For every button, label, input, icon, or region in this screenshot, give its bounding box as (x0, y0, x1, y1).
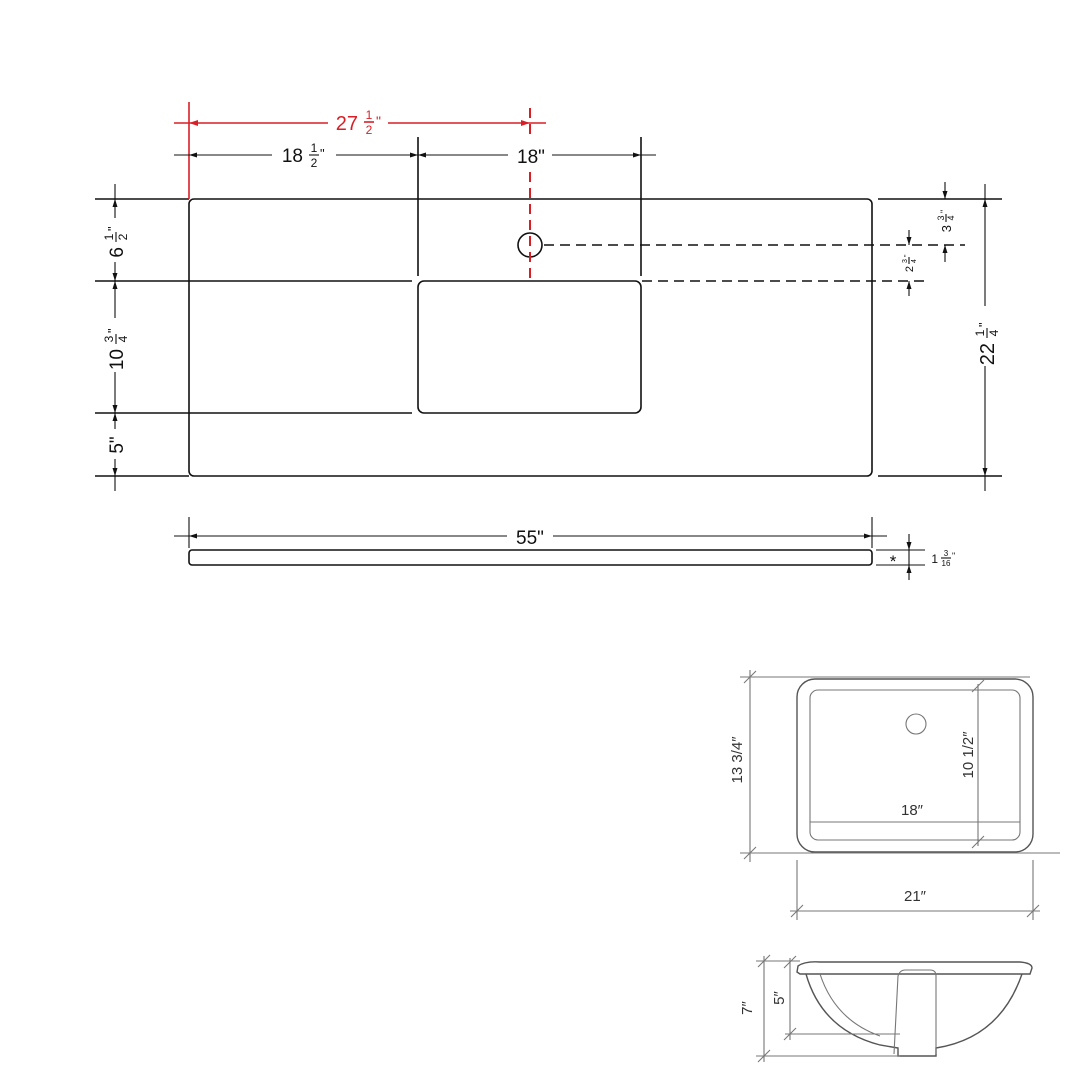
dim-sink-center-num: 1 (366, 108, 373, 122)
sink-height-total-label: 7″ (739, 1000, 756, 1014)
dim-overall-depth-whole: 22 (977, 343, 999, 365)
dim-faucet-from-back-unit: " (939, 210, 949, 213)
dim-faucet-from-back: 3 3 4 " (936, 182, 956, 262)
sink-width-outer-label: 21″ (904, 888, 927, 905)
sink-rim-profile (796, 961, 1033, 975)
sink-bowl-profile (805, 973, 1023, 1057)
dim-faucet-to-sink-num: 3 (902, 259, 909, 263)
dim-sink-center-whole: 27 (336, 113, 358, 135)
dim-sink-center-den: 2 (366, 123, 373, 137)
dim-thickness-den: 16 (942, 559, 951, 568)
countertop-side-view: 55" * 1 3 16 " (174, 517, 955, 580)
thickness-note: * (890, 552, 897, 571)
dim-sink-depth-whole: 10 (107, 349, 128, 370)
sink-top-view: 13 3/4″ 10 1/2″ 18″ 21″ (729, 670, 1060, 920)
dim-thickness-whole: 1 (931, 552, 938, 566)
sink-height-bowl-label: 5″ (771, 990, 788, 1004)
sink-width-inner-label: 18″ (901, 802, 924, 819)
dim-faucet-to-sink-den: 4 (911, 259, 918, 263)
dim-back-to-sink-num: 1 (102, 233, 116, 240)
dim-overall-depth-unit: " (976, 322, 991, 327)
dim-thickness-num: 3 (944, 549, 949, 558)
sink-depth-outer-label: 13 3/4″ (729, 736, 746, 784)
dim-overall-depth-num: 1 (973, 329, 987, 336)
dim-faucet-to-sink-whole: 2 (904, 266, 916, 272)
dim-left-to-sink-den: 2 (311, 156, 318, 170)
sink-outer-rim (796, 678, 1034, 853)
dim-left-to-sink-whole: 18 (282, 146, 303, 167)
sink-inner-bowl (809, 689, 1021, 841)
dim-back-to-sink-whole: 6 (107, 247, 128, 258)
dim-front-margin-label: 5" (107, 436, 128, 453)
dim-sink-center: 27 1 2 " (174, 102, 546, 199)
sink-depth-inner-label: 10 1/2″ (960, 731, 977, 779)
sink-cutout (417, 280, 642, 414)
dim-left-column: 6 1 2 " 10 3 4 " 5" (100, 184, 130, 491)
dim-faucet-from-back-den: 4 (946, 215, 956, 220)
countertop-plan (95, 108, 1002, 477)
dim-sink-depth-unit: " (105, 328, 120, 333)
dim-overall-depth-den: 4 (987, 329, 1001, 336)
dim-back-to-sink-den: 2 (116, 233, 130, 240)
dim-faucet-from-back-whole: 3 (939, 225, 954, 232)
dim-sink-width: 18" (418, 140, 656, 170)
dim-thickness-unit: " (952, 551, 955, 561)
dim-back-to-sink-unit: " (105, 226, 120, 231)
dim-sink-center-unit: " (376, 113, 381, 129)
dim-overall-width-label: 55" (516, 528, 544, 549)
dim-left-to-sink-num: 1 (311, 141, 318, 155)
sink-section-view: 7″ 5″ (739, 954, 1033, 1063)
countertop-slab-profile (188, 549, 873, 566)
dim-left-to-sink: 18 1 2 " (174, 140, 418, 170)
dim-faucet-to-sink-unit: " (904, 254, 911, 257)
dim-sink-depth-den: 4 (116, 335, 130, 342)
dim-faucet-from-back-num: 3 (936, 215, 946, 220)
countertop-outline (188, 198, 873, 477)
dim-sink-width-label: 18" (517, 147, 545, 168)
dim-sink-depth-num: 3 (102, 335, 116, 342)
dim-overall-depth: 22 1 4 " (970, 184, 1002, 491)
sink-drain-hole (905, 713, 927, 735)
dim-faucet-to-sink: 2 3 4 " (902, 230, 918, 296)
dim-left-to-sink-unit: " (320, 146, 325, 161)
